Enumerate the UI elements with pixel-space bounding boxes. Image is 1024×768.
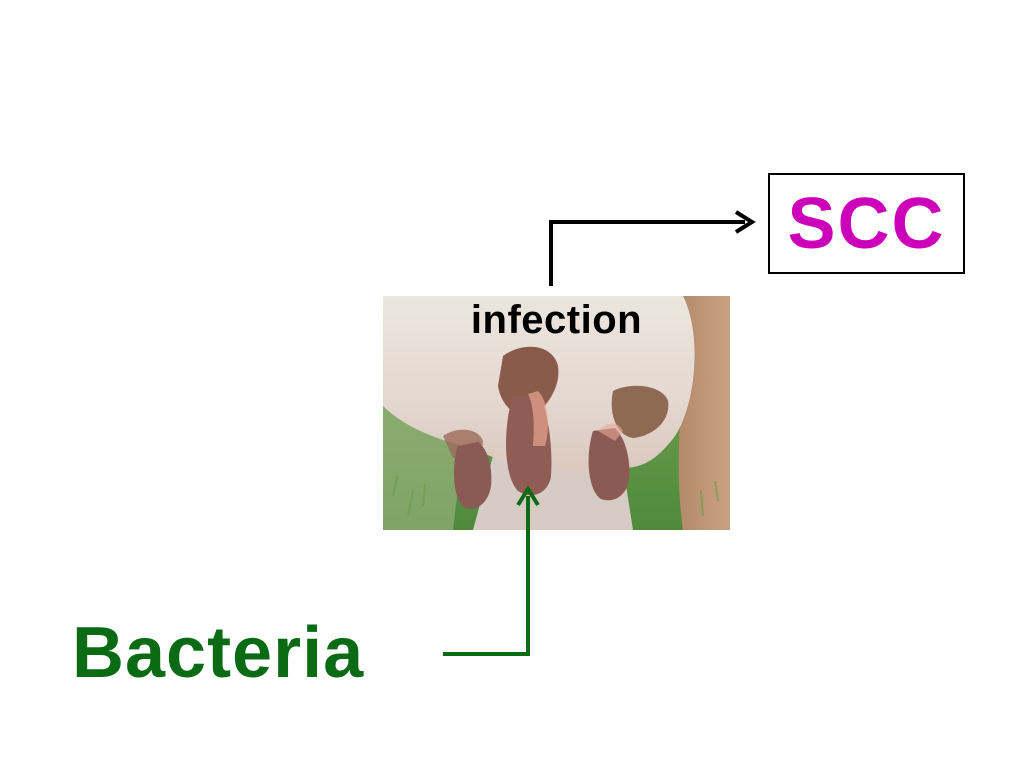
infection-to-scc-arrow — [549, 220, 745, 286]
udder-photo — [383, 296, 730, 530]
infection-to-scc-arrowhead — [734, 210, 756, 234]
bacteria-label: Bacteria — [72, 613, 365, 693]
infection-label: infection — [470, 298, 643, 342]
scc-label: SCC — [787, 183, 946, 264]
scc-box: SCC — [768, 173, 965, 274]
